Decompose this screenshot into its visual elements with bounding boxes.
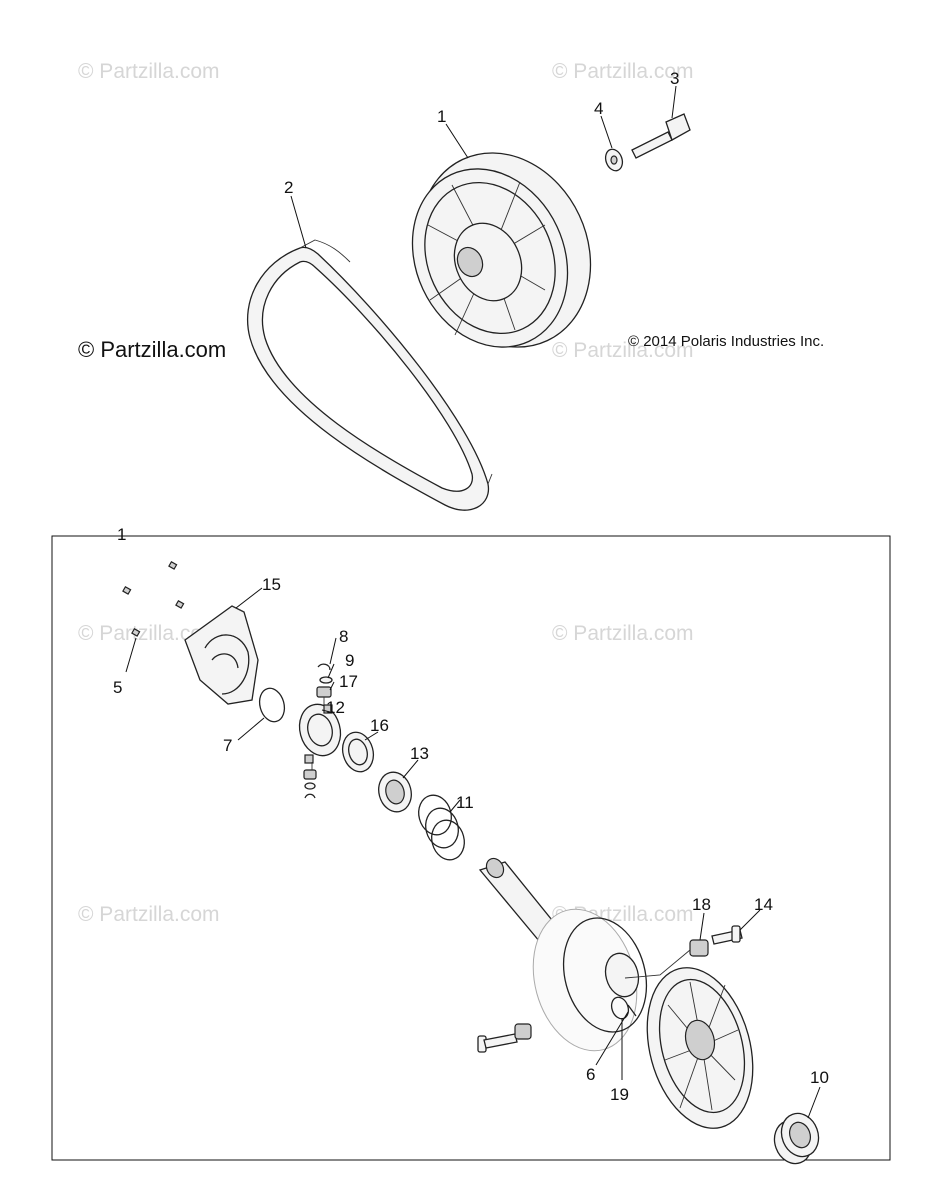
stationary-sheave (532, 908, 648, 1052)
callout-8: 8 (339, 627, 348, 646)
bolt-3 (631, 113, 691, 159)
driven-clutch (411, 152, 592, 348)
small-parts-lower (303, 762, 317, 799)
leader-lines-box (125, 587, 821, 1119)
callout-11: 11 (456, 793, 474, 812)
callout-15: 15 (262, 575, 281, 594)
callout-1-top: 1 (437, 107, 446, 126)
watermark-faint: © Partzilla.com (78, 622, 220, 645)
callout-9: 9 (345, 651, 354, 670)
watermark-faint: © Partzilla.com (552, 60, 694, 83)
pin-6 (627, 1004, 637, 1017)
callout-2: 2 (284, 178, 293, 197)
ring-7 (258, 687, 286, 723)
callout-12: 12 (326, 698, 345, 717)
washer-4 (604, 148, 624, 172)
pin-path-line (624, 949, 691, 979)
watermark-faint: © Partzilla.com (552, 339, 694, 362)
watermark-faint: © Partzilla.com (78, 903, 220, 926)
drive-belt (246, 239, 493, 511)
callout-17: 17 (339, 672, 358, 691)
moveable-sheave (646, 967, 754, 1129)
pin-14 (711, 925, 743, 945)
watermark-faint: © Partzilla.com (552, 622, 694, 645)
callout-18: 18 (692, 895, 711, 914)
callout-1-box: 1 (117, 525, 126, 544)
copyright-text: © 2014 Polaris Industries Inc. (628, 333, 824, 350)
retainer-13 (378, 771, 412, 813)
callout-19: 19 (610, 1085, 629, 1104)
callout-13: 13 (410, 744, 429, 763)
watermark-faint: © Partzilla.com (78, 60, 220, 83)
spider-12 (298, 703, 342, 764)
callout-5: 5 (113, 678, 122, 697)
bushing-18 (689, 939, 709, 957)
callout-6: 6 (586, 1065, 595, 1084)
callout-4: 4 (594, 99, 603, 118)
leader-lines-top (290, 85, 677, 249)
callout-10: 10 (810, 1068, 829, 1087)
pin-lower (477, 1023, 532, 1053)
spring-11 (418, 794, 465, 861)
assembly-box (51, 535, 891, 1161)
callout-16: 16 (370, 716, 389, 735)
callout-3: 3 (670, 69, 679, 88)
washer-16 (341, 731, 375, 773)
callout-14: 14 (754, 895, 773, 914)
callout-7: 7 (223, 736, 232, 755)
bearing-10 (773, 1112, 820, 1165)
helix-cover-15 (184, 605, 259, 705)
screws-5 (122, 560, 185, 637)
watermark-main: © Partzilla.com (78, 337, 226, 362)
